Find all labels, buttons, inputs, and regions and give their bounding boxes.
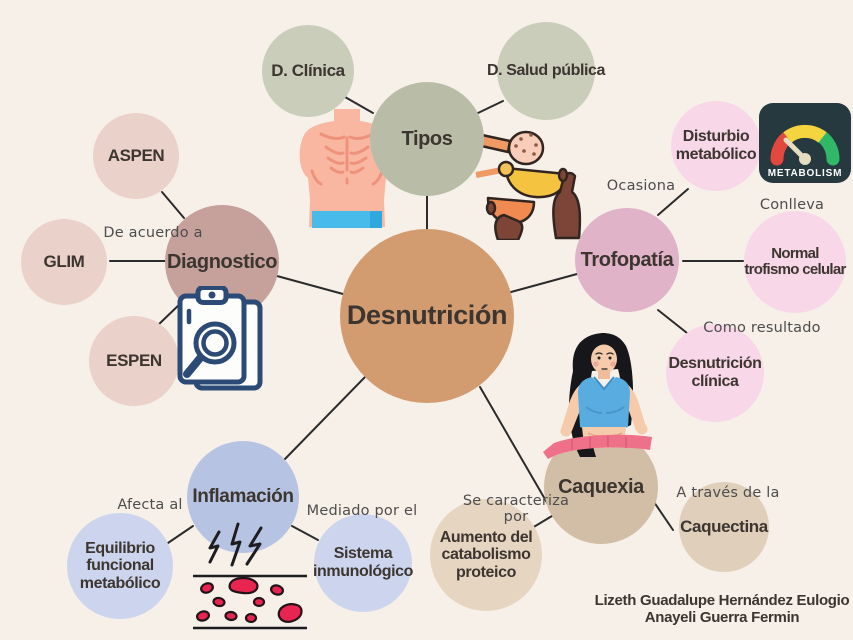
edge-label-afecta-al: Afecta al <box>117 497 183 513</box>
edge-label-ocasiona: Ocasiona <box>606 178 676 194</box>
node-label: GLIM <box>43 251 85 271</box>
node-label: D. Salud pública <box>486 62 606 80</box>
node-disturbio-metabolico: Disturbio metabólico <box>671 101 761 191</box>
node-label: Caquectina <box>680 516 768 536</box>
node-trofopatia: Trofopatía <box>575 208 679 312</box>
node-label: Disturbio metabólico <box>675 128 757 163</box>
node-label: Diagnostico <box>166 251 278 273</box>
node-desnutricion-clinica: Desnutrición clínica <box>666 324 764 422</box>
node-label: Desnutrición clínica <box>668 355 762 390</box>
hands-sharing-food-icon <box>468 130 582 240</box>
node-label: Aumento del catabolismo proteico <box>439 528 533 581</box>
connector-inflamacion-equilibrio <box>164 525 194 546</box>
credit-line-2: Anayeli Guerra Fermin <box>644 609 800 627</box>
node-sistema-inmunologico: Sistema inmunológico <box>312 514 414 612</box>
edge-label-mediado-por-el: Mediado por el <box>306 503 418 519</box>
node-label: Desnutrición <box>346 300 508 331</box>
connector-diagnostico-aspen <box>161 191 185 219</box>
node-label: Caquexia <box>558 476 644 498</box>
clipboard-magnifier-icon <box>177 286 263 391</box>
node-aumento-catabolismo: Aumento del catabolismo proteico <box>430 499 542 611</box>
node-label: ESPEN <box>106 350 162 370</box>
node-d-salud-publica: D. Salud pública <box>487 22 605 120</box>
node-aspen: ASPEN <box>93 113 179 199</box>
node-label: Inflamación <box>192 485 294 507</box>
metabolism-badge-label: METABOLISM <box>768 168 842 179</box>
node-label: Sistema inmunológico <box>312 545 414 580</box>
connector-center-trofopatia <box>510 273 578 293</box>
connector-inflamacion-sistema <box>291 525 319 541</box>
connector-tipos-dsalud <box>477 100 504 114</box>
edge-label-de-acuerdo-a: De acuerdo a <box>103 225 203 241</box>
credit-line-1: Lizeth Guadalupe Hernández Eulogio <box>594 592 850 609</box>
edge-label-como-resultado: Como resultado <box>703 320 821 336</box>
node-label: Trofopatía <box>580 249 674 271</box>
node-caquectina: Caquectina <box>679 482 769 572</box>
node-label: Normal trofismo celular <box>744 244 846 278</box>
connector-center-caquexia <box>479 386 554 514</box>
connector-trofopatia-disturbio <box>657 188 689 216</box>
metabolism-gauge-icon: METABOLISM <box>759 103 851 183</box>
connector-caquexia-caquectina <box>653 501 674 531</box>
edge-label-conlleva: Conlleva <box>759 197 825 213</box>
edge-label-se-caracteriza-por: Se caracteriza por <box>462 493 570 525</box>
node-label: Equilibrio funcional metabólico <box>79 539 161 592</box>
node-espen: ESPEN <box>89 316 179 406</box>
edge-label-a-traves-de-la: A través de la <box>676 485 780 501</box>
node-inflamacion: Inflamación <box>187 441 299 553</box>
node-label: D. Clínica <box>271 60 345 80</box>
blood-vessel-inflammation-icon <box>193 522 307 630</box>
connector-center-inflamacion <box>284 376 366 460</box>
node-desnutricion-center: Desnutrición <box>340 229 514 403</box>
connector-center-diagnostico <box>276 275 344 295</box>
node-tipos: Tipos <box>370 82 484 196</box>
connector-tipos-dclinica <box>344 96 374 114</box>
credits: Lizeth Guadalupe Hernández Eulogio Anaye… <box>580 592 853 627</box>
node-equilibrio: Equilibrio funcional metabólico <box>67 513 173 619</box>
node-d-clinica: D. Clínica <box>262 25 354 117</box>
node-label: Tipos <box>401 128 453 150</box>
node-label: ASPEN <box>107 145 165 165</box>
node-normal-trofismo: Normal trofismo celular <box>744 211 846 313</box>
woman-measuring-waist-icon <box>543 333 652 459</box>
connector-trofopatia-desnclinica <box>657 309 688 334</box>
node-glim: GLIM <box>21 219 107 305</box>
